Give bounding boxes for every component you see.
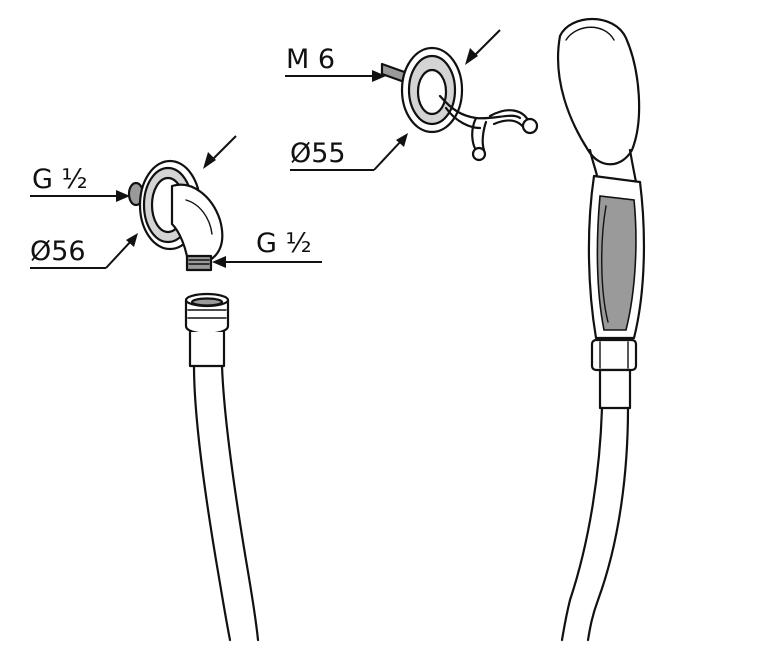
middle-rosette-arrowhead xyxy=(465,48,478,65)
m6-arrowhead xyxy=(372,70,386,82)
g-half-left-arrowhead xyxy=(116,190,130,202)
label-m6: M 6 xyxy=(286,44,335,75)
wall-elbow-connector xyxy=(127,159,224,272)
hand-shower xyxy=(556,17,646,642)
d55-arrowhead xyxy=(396,133,408,147)
shower-hose xyxy=(184,292,260,642)
d56-arrowhead xyxy=(126,233,138,247)
label-d56: Ø56 xyxy=(30,236,86,267)
label-g-half-right: G ½ xyxy=(256,228,312,259)
label-d55: Ø55 xyxy=(290,138,346,169)
g-half-right-arrowhead xyxy=(212,256,226,268)
wall-holder-bracket xyxy=(380,46,539,162)
middle-rosette-leader-line xyxy=(471,29,501,59)
left-rosette-leader-line xyxy=(209,135,237,163)
left-rosette-arrowhead xyxy=(203,152,216,169)
label-g-half-left: G ½ xyxy=(32,164,88,195)
